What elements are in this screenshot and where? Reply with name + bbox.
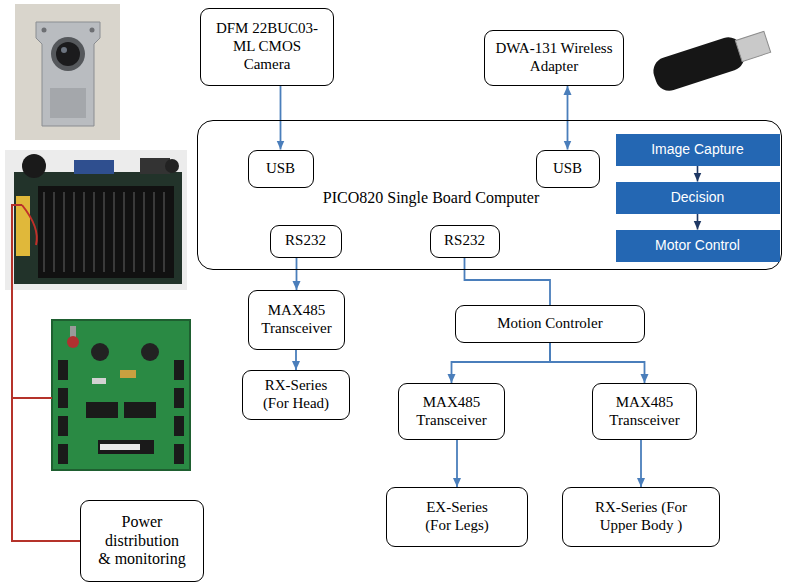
component-box: RS232: [430, 225, 500, 258]
box-label: RX-Series (For Upper Body ): [579, 499, 704, 534]
computer-box: PICO820 Single Board ComputerUSBUSBImage…: [197, 120, 782, 270]
component-box: MAX485 Transceiver: [398, 383, 505, 440]
component-box: USB: [536, 150, 600, 188]
box-label: RS232: [285, 232, 326, 250]
component-box: RS232: [270, 225, 342, 258]
connector: [550, 343, 645, 383]
component-box: DWA-131 Wireless Adapter: [484, 30, 624, 86]
box-label: MAX485 Transceiver: [254, 302, 339, 337]
box-label: MAX485 Transceiver: [602, 394, 687, 429]
box-label: Motion Controler: [497, 315, 602, 333]
camera-photo: [15, 4, 120, 140]
component-box: RX-Series (For Upper Body ): [562, 487, 720, 547]
connector: [456, 440, 458, 487]
board-photo: [5, 150, 187, 290]
connector: [296, 258, 298, 291]
box-label: RX-Series (For Head): [256, 377, 336, 412]
connector: [465, 258, 551, 306]
connector: [295, 350, 297, 370]
component-box: MAX485 Transceiver: [248, 290, 345, 350]
connector: [697, 214, 699, 230]
component-box: MAX485 Transceiver: [592, 383, 697, 440]
connector: [567, 86, 569, 150]
process-step: Motor Control: [616, 230, 780, 262]
board-label: PICO820 Single Board Computer: [311, 189, 551, 207]
component-box: Power distribution & monitoring: [80, 500, 204, 582]
adapter-photo: [634, 25, 782, 95]
box-label: USB: [266, 160, 295, 178]
power-bracket: [11, 205, 80, 541]
process-step: Decision: [616, 182, 780, 214]
connector: [640, 440, 642, 487]
component-box: RX-Series (For Head): [242, 370, 350, 420]
box-label: Image Capture: [651, 141, 744, 158]
component-box: DFM 22BUC03- ML CMOS Camera: [200, 8, 334, 86]
box-label: EX-Series (For Legs): [412, 499, 502, 534]
box-label: RS232: [444, 232, 485, 250]
box-label: USB: [553, 160, 582, 178]
box-label: Motor Control: [655, 237, 740, 254]
component-box: Motion Controler: [455, 305, 645, 343]
box-label: Decision: [671, 189, 725, 206]
box-label: DFM 22BUC03- ML CMOS Camera: [212, 20, 322, 73]
connector: [697, 166, 699, 182]
box-label: Power distribution & monitoring: [97, 513, 187, 570]
component-box: USB: [248, 150, 314, 188]
process-step: Image Capture: [616, 134, 780, 166]
connector: [280, 86, 282, 150]
box-label: DWA-131 Wireless Adapter: [495, 40, 613, 75]
box-label: MAX485 Transceiver: [409, 394, 494, 429]
power-board-photo: [52, 320, 190, 470]
connector: [452, 343, 551, 383]
component-box: EX-Series (For Legs): [386, 487, 528, 547]
